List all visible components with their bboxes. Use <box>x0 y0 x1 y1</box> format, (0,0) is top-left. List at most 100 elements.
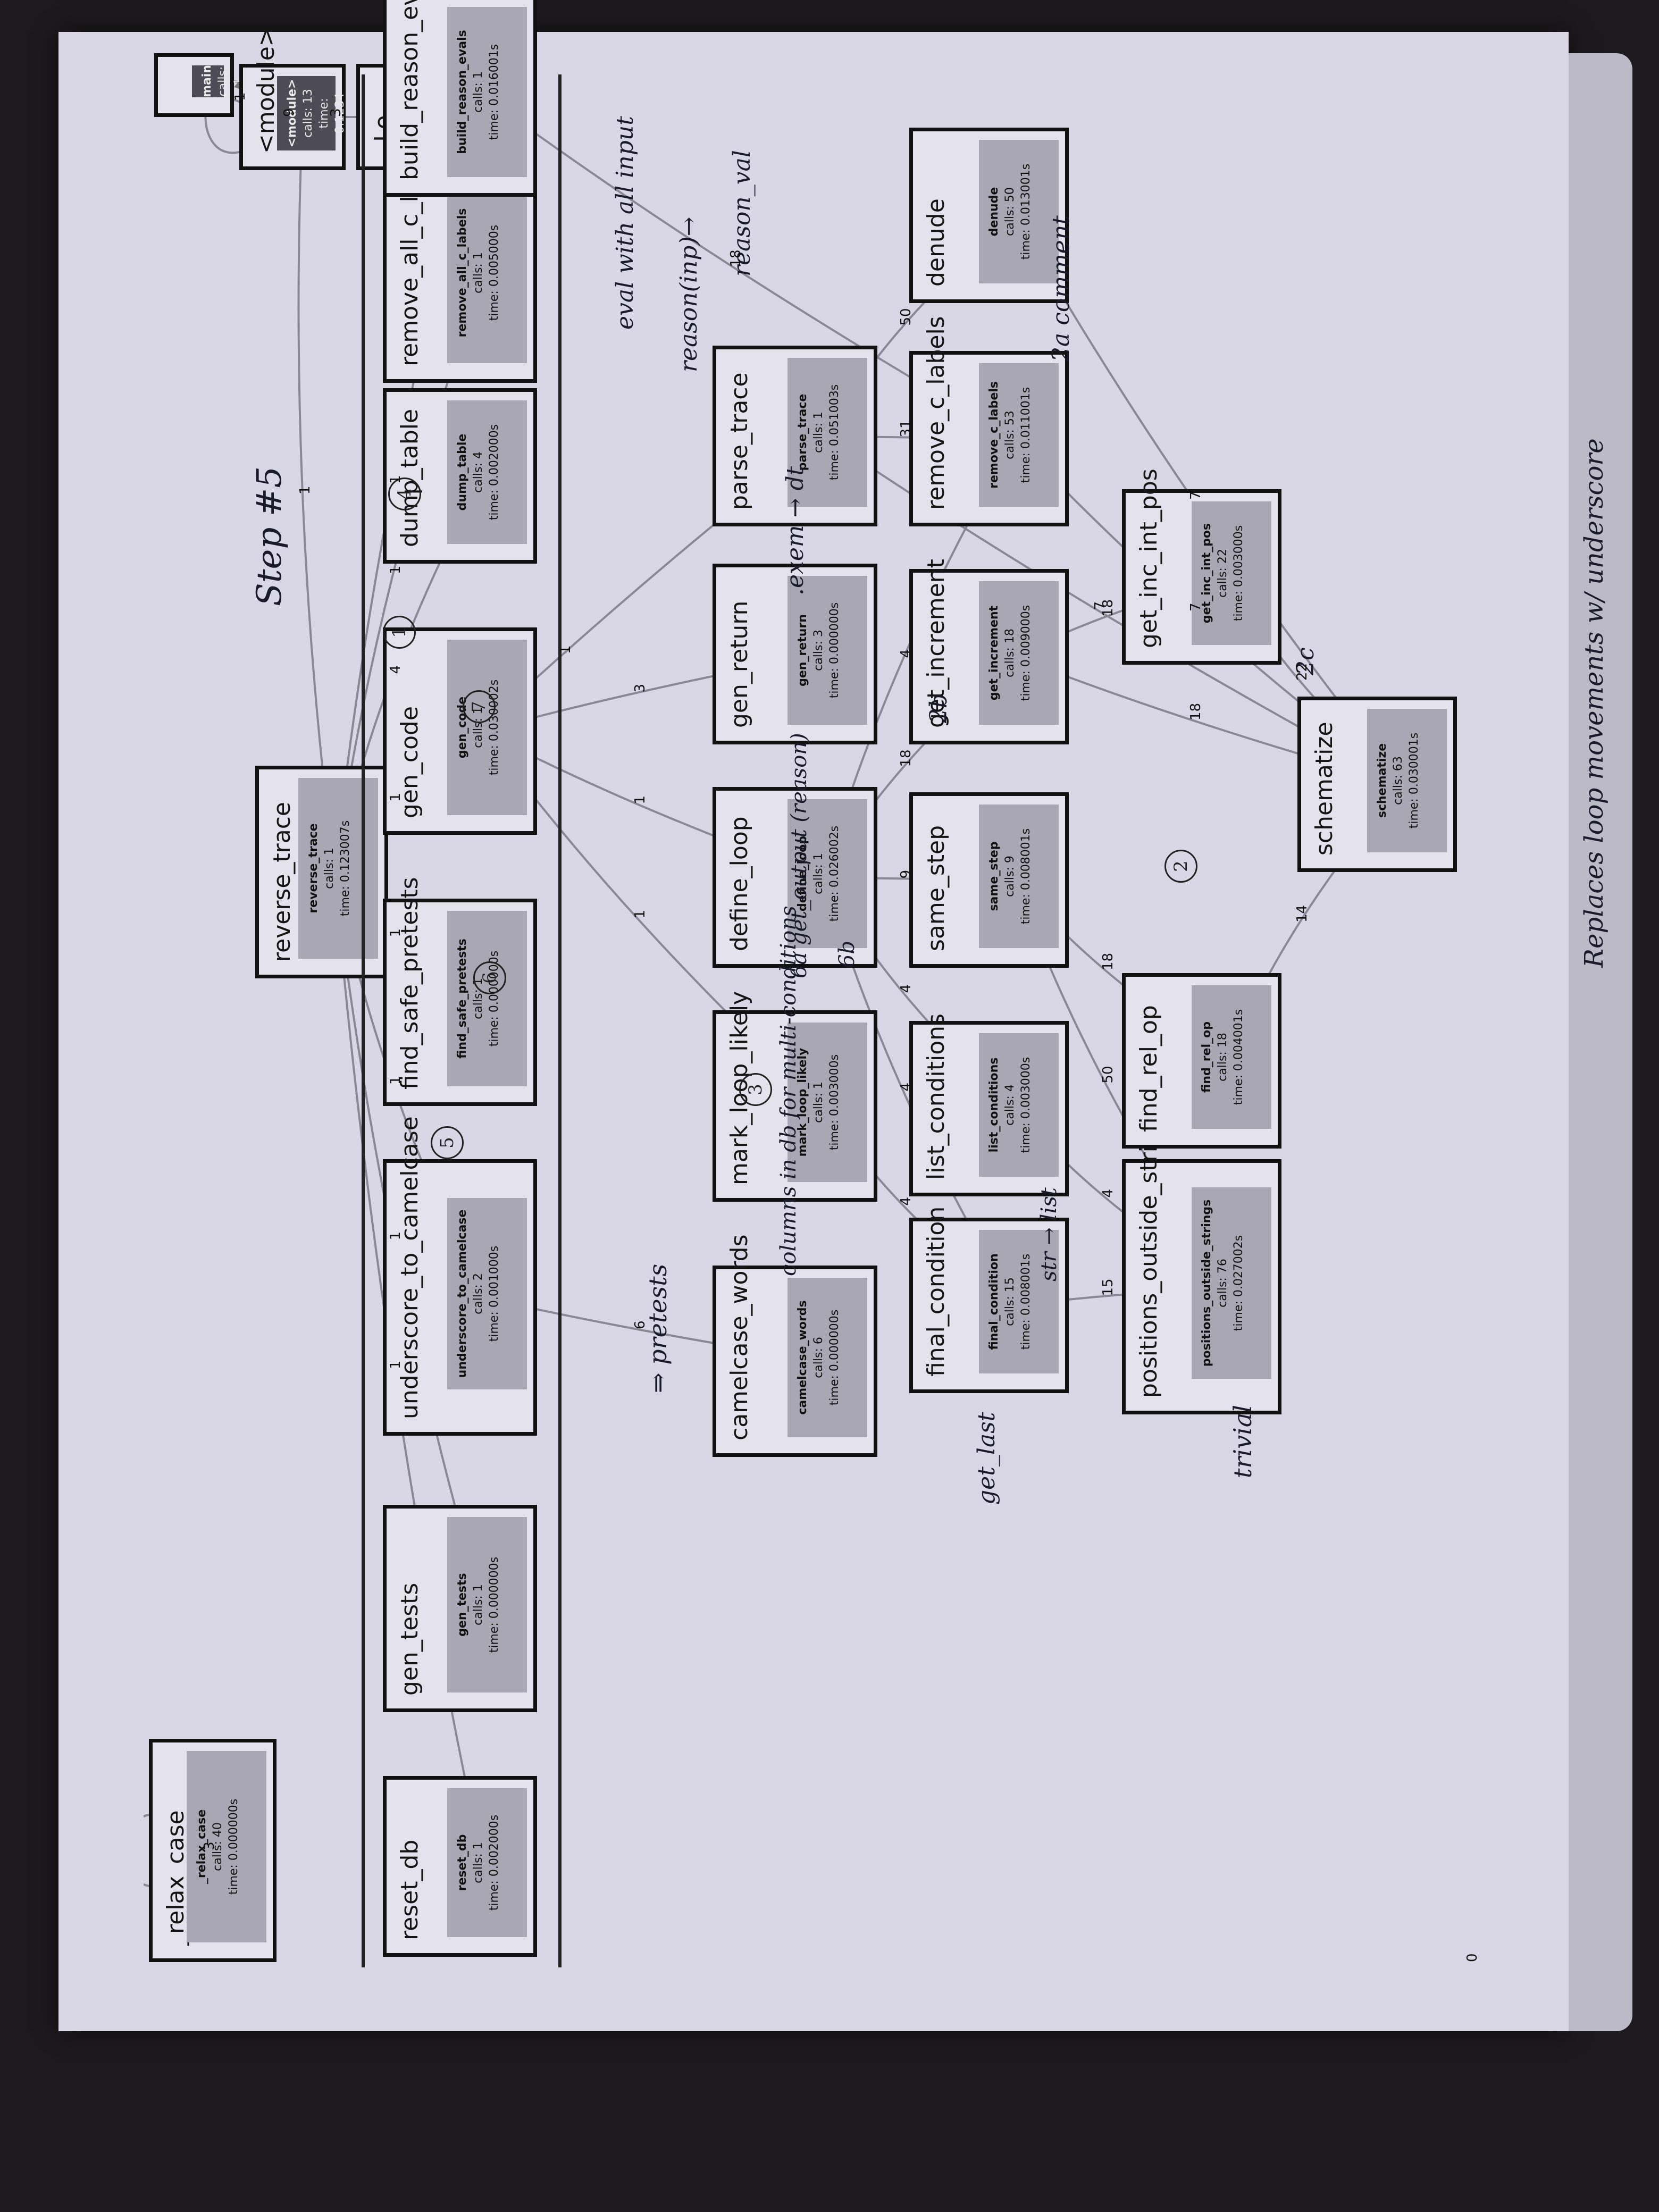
node-time: time: 0.003000s <box>1232 525 1245 622</box>
node-name: underscore_to_camelcase <box>456 1209 469 1378</box>
node-time: time: 0.000000s <box>488 1556 501 1653</box>
node-time: time: 0.030001s <box>1407 732 1421 829</box>
node-time: time: 0.030002s <box>488 679 501 776</box>
edge-count-label: 14 <box>1294 904 1310 923</box>
edge-count-label: 4 <box>898 649 914 658</box>
node-time: time: 0.003000s <box>1019 1057 1033 1153</box>
edge-count-label: 18 <box>1188 702 1204 720</box>
node-name: list_conditions <box>987 1057 1001 1153</box>
node-calls: calls: 63 <box>1392 756 1405 805</box>
cluster-label: parse_trace <box>726 372 753 510</box>
define-loop-note: 6b <box>835 940 859 968</box>
cluster-label: final_condition <box>923 1206 950 1377</box>
node-time: time: 0.027002s <box>1232 1235 1245 1331</box>
node-calls: calls: 15 <box>1003 1277 1017 1326</box>
cluster-label: _relax_case <box>162 1810 189 1946</box>
node-name: gen_tests <box>456 1573 469 1637</box>
node-name: denude <box>987 187 1001 237</box>
node-calls: calls: 18 <box>1216 1033 1229 1082</box>
node-calls: calls: 1 <box>812 412 825 453</box>
paper-stack-edge <box>1569 53 1632 2031</box>
cluster-label: gen_return <box>726 600 753 728</box>
node-time: time: 0.000000s <box>828 1309 841 1406</box>
circled-5: 5 <box>431 1126 464 1159</box>
node-calls: calls: 53 <box>1003 410 1017 459</box>
edge-module-to-reverse-trace <box>297 116 343 876</box>
cluster-label: schematize <box>1311 722 1338 856</box>
edge-count-label: 1 <box>632 909 648 919</box>
edge-count-label: 1 <box>388 1231 404 1241</box>
node-calls: calls: 4 <box>472 451 485 493</box>
circled-2: 2 <box>1164 850 1197 883</box>
edge-count-label: 1 <box>558 645 574 654</box>
eval-note: eval with all input <box>611 116 639 330</box>
cluster-label: camelcase_words <box>726 1234 753 1440</box>
cluster-label: get_inc_int_pos <box>1135 468 1162 648</box>
section-divider <box>362 74 365 1967</box>
node-calls: calls: 76 <box>1216 1259 1229 1308</box>
edge-count-label: 1 <box>388 1076 404 1085</box>
cluster-label: same_step <box>923 825 950 951</box>
cluster-label: define_loop <box>726 816 753 951</box>
node-name: get_increment <box>987 605 1001 701</box>
node-name: schematize <box>1376 743 1389 818</box>
circled-3: 3 <box>739 1073 772 1106</box>
edge-count-label: 9 <box>898 869 914 879</box>
node-calls: calls: 22 <box>1216 549 1229 598</box>
section-divider <box>558 74 562 1967</box>
parse-trace-note: .exem → dt <box>782 466 809 596</box>
node-name: final_condition <box>987 1253 1001 1350</box>
edge-count-label: 18 <box>728 249 744 267</box>
remove-c-2b-note: 2b <box>925 693 952 723</box>
edge-count-label: 7 <box>1092 601 1108 610</box>
edge-count-label: 3 <box>202 1841 217 1850</box>
node-time: time: 0.051003s <box>828 384 841 481</box>
edge-count-label: 31 <box>898 420 914 438</box>
get-last-note: get_last <box>973 1412 1000 1505</box>
reason-inp-note: reason(inp)→ <box>675 216 702 373</box>
node-name: main <box>200 65 214 97</box>
node-time: time: 0.000000s <box>488 950 501 1047</box>
node-name: dump_table <box>456 433 469 511</box>
node-time: time: 0.008001s <box>1019 1253 1033 1350</box>
node-name: remove_c_labels <box>987 381 1001 489</box>
edge-count-label: 1 <box>388 1360 404 1369</box>
node-calls: calls: 1 <box>472 1584 485 1626</box>
axis-zero-label: 0 <box>1464 1953 1480 1962</box>
edge-count-label: 3 <box>632 683 648 693</box>
edge-count-label: 7 <box>1188 602 1204 611</box>
edge-count-label: 7 <box>1188 491 1204 500</box>
edge-count-label: 1 <box>232 92 248 101</box>
